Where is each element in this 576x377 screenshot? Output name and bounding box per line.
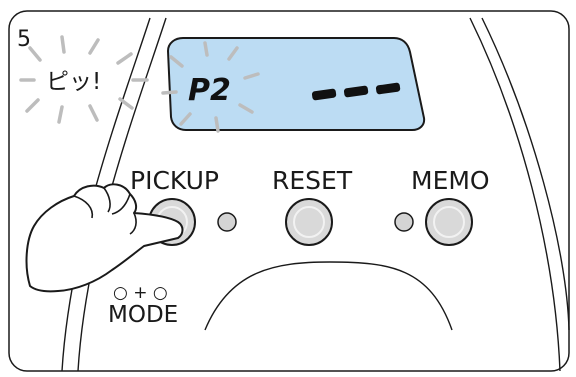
pickup-led xyxy=(217,212,237,232)
device-body-outline xyxy=(61,17,570,372)
mode-label: MODE xyxy=(108,302,178,328)
reset-label: RESET xyxy=(272,166,353,195)
pickup-label: PICKUP xyxy=(130,166,219,195)
lcd-dash-1 xyxy=(311,88,337,101)
lcd-preset-code: P2 xyxy=(188,73,231,108)
step-number: 5 xyxy=(17,27,31,52)
reset-button[interactable] xyxy=(285,198,333,246)
memo-led xyxy=(394,212,414,232)
panel-frame xyxy=(8,10,570,372)
hand-finger-lines xyxy=(73,187,137,235)
lcd-dash-3 xyxy=(375,82,401,95)
lcd-display xyxy=(166,37,426,131)
mode-combo-hint: ○ + ○ xyxy=(113,283,168,303)
memo-label: MEMO xyxy=(411,166,490,195)
lcd-dashes xyxy=(311,82,401,101)
beep-burst xyxy=(19,35,149,124)
beep-sound-text: ピッ! xyxy=(46,69,101,95)
lcd-blink-burst xyxy=(161,41,260,133)
memo-button[interactable] xyxy=(425,198,473,246)
lcd-dash-2 xyxy=(343,85,369,98)
